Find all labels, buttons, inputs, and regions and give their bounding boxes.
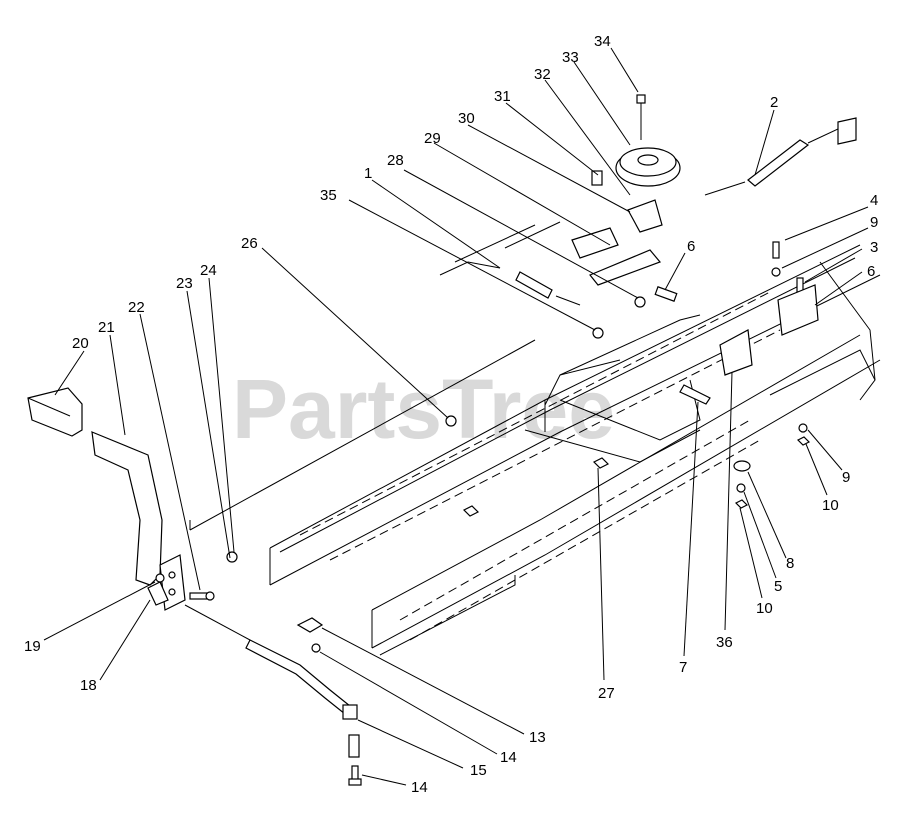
spring-2: [704, 117, 857, 196]
bushing-8: [733, 460, 751, 472]
callout-35: 35: [320, 187, 337, 204]
spring-1: [439, 221, 581, 306]
callout-4: 4: [870, 192, 878, 209]
callout-10-right: 10: [822, 497, 839, 514]
idler-bracket: [627, 199, 663, 233]
callout-26: 26: [241, 235, 258, 252]
callout-1: 1: [364, 165, 372, 182]
callout-36: 36: [716, 634, 733, 651]
washer-5: [736, 483, 746, 493]
callout-24: 24: [200, 262, 217, 279]
frame-rail-upper: [269, 244, 881, 586]
spacer-15: [348, 734, 360, 758]
callout-15: 15: [470, 762, 487, 779]
callout-22: 22: [128, 299, 145, 316]
callout-6-upper: 6: [687, 238, 695, 255]
callout-21: 21: [98, 319, 115, 336]
callout-3: 3: [870, 239, 878, 256]
bolt-14: [348, 765, 362, 786]
clip-13: [296, 617, 324, 653]
callout-9-upper: 9: [870, 214, 878, 231]
spring-7: [679, 384, 711, 405]
callout-5: 5: [774, 578, 782, 595]
bolt-6-upper: [654, 286, 678, 302]
callout-7: 7: [679, 659, 687, 676]
callout-31: 31: [494, 88, 511, 105]
leader-lines: [43, 47, 869, 786]
bracket-36: [719, 329, 753, 376]
callout-27: 27: [598, 685, 615, 702]
callout-33: 33: [562, 49, 579, 66]
nut-26: [445, 415, 457, 427]
pedal-arm: [91, 431, 163, 586]
callouts: 1 2 3 4 5 6 6 7 8 9 9 10 10 13 14 14 15 …: [24, 33, 878, 796]
pulley-bolt: [636, 94, 646, 140]
callout-13: 13: [529, 729, 546, 746]
callout-10-lower: 10: [756, 600, 773, 617]
idler-arm: [571, 227, 662, 286]
callout-2: 2: [770, 94, 778, 111]
bolt-4: [772, 241, 780, 259]
callout-19: 19: [24, 638, 41, 655]
pedal-pivot-bracket: [147, 554, 186, 611]
callout-14-bottom: 14: [411, 779, 428, 796]
bracket-6-right: [777, 284, 819, 336]
deck-outline: [189, 314, 701, 531]
nut-27: [592, 457, 610, 469]
callout-20: 20: [72, 335, 89, 352]
callout-8: 8: [786, 555, 794, 572]
nut-35: [592, 327, 604, 339]
washer-9-upper: [771, 267, 781, 277]
callout-32: 32: [534, 66, 551, 83]
frame-rail-lower: [371, 334, 881, 656]
bolt-31: [591, 170, 603, 186]
nut-center: [462, 505, 480, 517]
callout-9-lower: 9: [842, 469, 850, 486]
pedal-bolt: [189, 591, 215, 601]
callout-34: 34: [594, 33, 611, 50]
linkage-rod: [184, 604, 358, 720]
washer-24: [226, 551, 238, 563]
callout-23: 23: [176, 275, 193, 292]
washer-9-lower: [798, 423, 808, 433]
callout-29: 29: [424, 130, 441, 147]
watermark: PartsTree: [232, 362, 615, 456]
callout-18: 18: [80, 677, 97, 694]
nut-10-upper: [796, 436, 811, 446]
pedal-pad: [27, 387, 83, 437]
callout-30: 30: [458, 110, 475, 127]
nut-10-lower: [734, 499, 749, 509]
nut-28: [634, 296, 646, 308]
callout-14-mid: 14: [500, 749, 517, 766]
idler-pulley: [615, 147, 681, 187]
callout-28: 28: [387, 152, 404, 169]
callout-6-right: 6: [867, 263, 875, 280]
